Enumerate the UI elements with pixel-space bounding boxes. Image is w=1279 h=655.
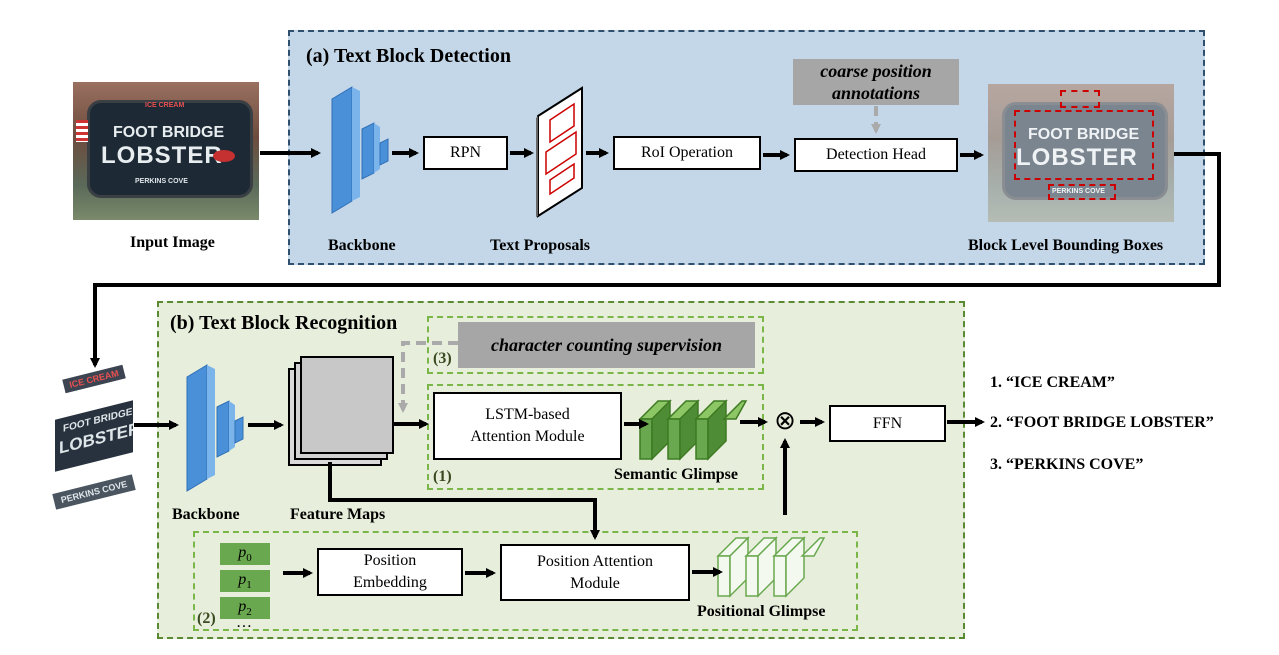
bbox-middle: [1014, 110, 1154, 180]
text-proposals-label: Text Proposals: [490, 237, 591, 254]
detection-title: (a) Text Block Detection: [306, 45, 511, 67]
position-embedding-box: Position Embedding: [317, 548, 463, 596]
positional-glimpse-label: Positional Glimpse: [697, 603, 826, 620]
position-token-p1: p1: [220, 570, 270, 592]
coarse-annotations-tag: coarse position annotations: [793, 59, 959, 105]
sign-text-top: ICE CREAM: [145, 102, 185, 109]
result-2: 2. “FOOT BRIDGE LOBSTER”: [990, 414, 1214, 431]
position-attention-box: Position Attention Module: [500, 544, 690, 601]
detection-head-box: Detection Head: [794, 138, 958, 172]
crop-perkins-cove: PERKINS COVE: [52, 474, 136, 510]
sign-text-middle-2: LOBSTER: [101, 142, 223, 169]
branch-2-number: (2): [197, 610, 216, 627]
branch-1-number: (1): [433, 468, 452, 485]
position-token-p2-text: p2: [238, 597, 252, 619]
position-token-p0-text: p0: [238, 543, 252, 565]
semantic-glimpse-label: Semantic Glimpse: [614, 466, 738, 483]
lobster-icon: [213, 150, 235, 162]
bbox-top: [1060, 90, 1100, 108]
counting-supervision-tag: character counting supervision: [458, 322, 755, 368]
semantic-glimpse-icon: [638, 399, 748, 461]
multiply-symbol: ⊗: [774, 406, 796, 436]
result-3: 3. “PERKINS COVE”: [990, 456, 1144, 473]
crop-ice-cream-text: ICE CREAM: [68, 368, 120, 390]
branch-3-number: (3): [433, 350, 452, 367]
rpn-box: RPN: [423, 136, 508, 170]
positional-glimpse-icon: [716, 536, 826, 598]
flag-icon: [76, 120, 88, 142]
ffn-box: FFN: [829, 405, 946, 442]
position-ellipsis: …: [236, 614, 252, 631]
bbox-image: FOOT BRIDGE LOBSTER PERKINS COVE: [988, 84, 1174, 222]
input-image-label: Input Image: [130, 234, 215, 251]
recognition-title: (b) Text Block Recognition: [170, 312, 398, 334]
position-token-p1-text: p1: [238, 570, 252, 592]
bbox-sign-text-middle-1: FOOT BRIDGE: [1028, 126, 1140, 143]
result-1: 1. “ICE CREAM”: [990, 374, 1115, 391]
crop-foot-bridge-lobster: FOOT BRIDGE LOBSTER: [55, 400, 133, 472]
position-token-p0: p0: [220, 543, 270, 565]
lstm-attention-box: LSTM-based Attention Module: [433, 392, 622, 460]
input-image: ICE CREAM FOOT BRIDGE LOBSTER PERKINS CO…: [73, 82, 259, 220]
backbone-label-b: Backbone: [172, 506, 240, 523]
backbone-icon-b: [186, 364, 244, 492]
feature-map-1: [300, 356, 394, 454]
bbox-bottom: [1048, 184, 1116, 200]
crop-perkins-text: PERKINS COVE: [59, 478, 129, 506]
text-proposals-icon: [536, 86, 583, 218]
sign-text-bottom: PERKINS COVE: [135, 178, 188, 185]
backbone-icon-a: [331, 86, 389, 214]
backbone-label-a: Backbone: [328, 237, 396, 254]
position-token-p2: p2: [220, 597, 270, 619]
feature-maps-label: Feature Maps: [290, 506, 386, 523]
sign-text-middle-1: FOOT BRIDGE: [113, 124, 225, 141]
crop-ice-cream: ICE CREAM: [62, 364, 126, 394]
bounding-boxes-label: Block Level Bounding Boxes: [968, 237, 1164, 254]
roi-operation-box: RoI Operation: [613, 136, 761, 170]
